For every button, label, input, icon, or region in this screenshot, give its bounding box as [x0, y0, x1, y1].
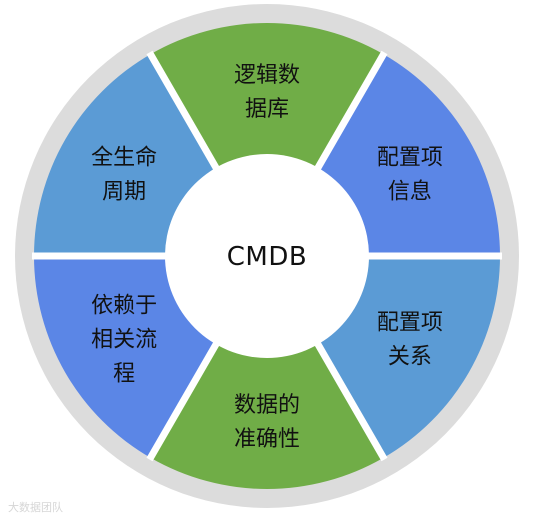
segment-divider — [309, 50, 388, 179]
watermark: 大数据团队 — [8, 500, 63, 514]
segment-divider — [146, 50, 225, 179]
segment-label-dependent-processes-line-3: 程 — [113, 362, 135, 387]
segment-ci-relations — [315, 256, 500, 458]
segment-data-accuracy — [150, 339, 384, 489]
segment-ci-info — [315, 54, 500, 256]
segment-logical-data-store — [150, 22, 384, 173]
segment-label-full-lifecycle-line-1: 全生命 — [91, 146, 157, 171]
segment-dependent-processes — [34, 256, 219, 458]
segment-label-dependent-processes-line-1: 依赖于 — [91, 294, 157, 319]
center-circle — [165, 154, 369, 358]
segment-label-logical-data-store-line-1: 逻辑数 — [234, 63, 300, 88]
segment-label-dependent-processes-line-2: 相关流 — [91, 328, 157, 353]
segment-divider — [146, 333, 225, 462]
center-label: CMDB — [227, 242, 307, 272]
watermark-text: 大数据团队 — [8, 500, 63, 514]
segment-label-ci-relations-line-1: 配置项 — [377, 311, 443, 336]
segment-label-data-accuracy-line-1: 数据的 — [234, 393, 300, 418]
segment-label-ci-info-line-1: 配置项 — [377, 146, 443, 171]
segment-label-data-accuracy-line-2: 准确性 — [234, 427, 300, 452]
segment-label-logical-data-store-line-2: 据库 — [245, 97, 289, 122]
segments-layer — [32, 22, 502, 489]
segment-divider — [309, 333, 388, 462]
segment-label-full-lifecycle-line-2: 周期 — [102, 180, 146, 205]
segment-label-ci-relations-line-2: 关系 — [388, 345, 432, 370]
segment-full-lifecycle — [34, 54, 219, 256]
segment-label-ci-info-line-2: 信息 — [388, 180, 432, 205]
